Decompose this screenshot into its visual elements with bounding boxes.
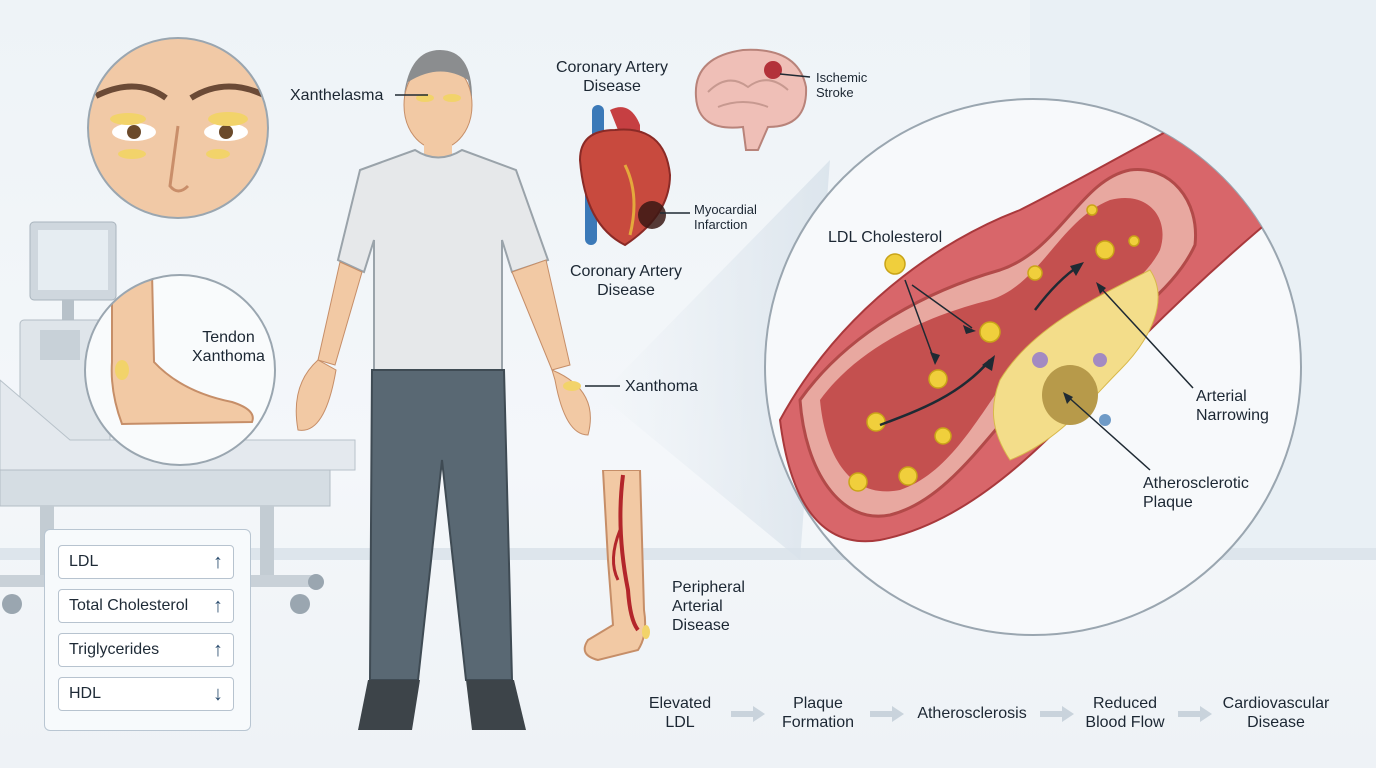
lab-row-ldl: LDL ↑ — [58, 545, 234, 579]
flow-step-plaque-formation: Plaque Formation — [781, 695, 855, 731]
label-peripheral-arterial-disease: Peripheral Arterial Disease — [672, 579, 745, 634]
ldl-particles — [848, 204, 1140, 492]
label-xanthelasma: Xanthelasma — [290, 87, 384, 104]
patient-figure — [295, 50, 591, 730]
lab-name: Total Cholesterol — [69, 597, 189, 614]
label-coronary-artery-disease-top: Coronary Artery Disease — [555, 59, 669, 95]
arrow-up-icon: ↑ — [213, 594, 223, 617]
label-myocardial-infarction: Myocardial Infarction — [694, 202, 757, 232]
lab-row-total-cholesterol: Total Cholesterol ↑ — [58, 589, 234, 623]
flow-step-elevated-ldl: Elevated LDL — [648, 695, 712, 731]
label-atherosclerotic-plaque: Atherosclerotic Plaque — [1143, 475, 1249, 511]
lab-row-triglycerides: Triglycerides ↑ — [58, 633, 234, 667]
lab-name: LDL — [69, 553, 99, 570]
eye-inset-circle — [87, 37, 269, 219]
flow-arrow-icon — [1040, 706, 1074, 722]
flow-arrow-icon — [731, 706, 765, 722]
lab-row-hdl: HDL ↓ — [58, 677, 234, 711]
flow-step-cardiovascular-disease: Cardiovascular Disease — [1222, 695, 1330, 731]
exam-bed — [0, 379, 356, 614]
flow-arrow-icon — [870, 706, 904, 722]
flow-step-atherosclerosis: Atherosclerosis — [917, 705, 1027, 722]
label-xanthoma: Xanthoma — [625, 378, 698, 395]
label-arterial-narrowing: Arterial Narrowing — [1196, 388, 1269, 424]
label-ldl-cholesterol: LDL Cholesterol — [828, 229, 943, 246]
brain-illustration — [694, 48, 811, 151]
label-tendon-xanthoma: Tendon Xanthoma — [192, 329, 265, 365]
heart-illustration — [578, 105, 672, 247]
flow-arrow-icon — [1178, 706, 1212, 722]
arrow-up-icon: ↑ — [213, 550, 223, 573]
lab-name: Triglycerides — [69, 641, 160, 658]
leg-illustration — [583, 470, 650, 662]
arrow-up-icon: ↑ — [213, 638, 223, 661]
label-ischemic-stroke: Ischemic Stroke — [816, 70, 868, 100]
arrow-down-icon: ↓ — [213, 682, 223, 705]
flow-step-reduced-blood-flow: Reduced Blood Flow — [1085, 695, 1165, 731]
lipid-lab-panel: LDL ↑ Total Cholesterol ↑ Triglycerides … — [44, 529, 251, 731]
lab-name: HDL — [69, 685, 102, 702]
label-coronary-artery-disease-bottom: Coronary Artery Disease — [569, 263, 683, 299]
foot-inset-circle — [84, 274, 276, 466]
